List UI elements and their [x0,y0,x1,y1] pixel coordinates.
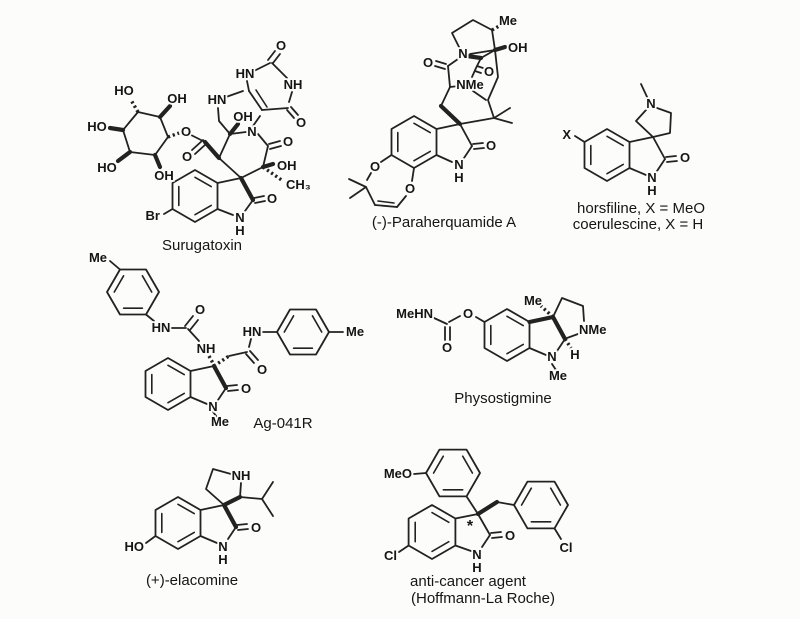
atom-label-n-oxindole: N [218,539,227,554]
atom-label-ch3: CH₃ [286,177,311,192]
atom-label-n-oxindole: N [454,157,463,172]
atom-label-me-right: Me [346,324,364,339]
atom-label-o-oxindole: O [267,191,277,206]
atom-label-o-oxindole: O [486,138,496,153]
atom-label-ho-left: HO [87,119,107,134]
caption-surugatoxin: Surugatoxin [162,237,242,254]
bond-skeleton [348,19,513,208]
caption-coerulescine: coerulescine, X = H [573,216,703,233]
atom-label-stereocenter-star: * [467,518,474,535]
atom-label-mehn: MeHN [396,306,433,321]
atom-label-nh-pyrimidine: NH [284,77,303,92]
atom-label-nh: NH [232,468,251,483]
atom-label-n8-me: Me [549,368,567,383]
caption-physostigmine: Physostigmine [454,390,552,407]
atom-label-x: X [562,127,571,142]
atom-label-o-oxindole: O [505,528,515,543]
atom-label-o-ester: O [463,306,473,321]
atom-label-n-oxindole: N [472,547,481,562]
atom-label-o-ester: O [181,124,191,139]
atom-label-o-oxindole: O [251,520,261,535]
atom-label-h-oxindole: H [472,560,481,575]
atom-label-nme: NMe [579,322,606,337]
atom-label-o-dioxepine-upper: O [370,159,380,174]
atom-label-o-amide: O [283,134,293,149]
atom-label-me-top: Me [499,13,517,28]
atom-label-n8: N [547,349,556,364]
structure-elacomine: NH HO O N H (+)-elacomine [123,466,274,589]
bond-skeleton [574,83,678,182]
atom-label-o-dioxepine-lower: O [405,181,415,196]
caption-anticancer-line2: (Hoffmann-La Roche) [411,590,555,607]
structure-horsfiline: X N O N H horsfiline, X = MeO coerulesci… [561,83,705,233]
atom-label-hn-amide: HN [243,324,262,339]
atom-label-hn-pyrimidine-top: HN [236,66,255,81]
atom-label-o-pyrimidine-right: O [296,115,306,130]
atom-label-n-oxindole: N [208,399,217,414]
atom-label-o-urea: O [195,302,205,317]
atom-label-oh-right: OH [277,158,297,173]
atom-label-ho-top: HO [114,83,134,98]
caption-elacomine: (+)-elacomine [146,572,238,589]
structure-physostigmine: MeHN O O Me NMe H N Me Physostigmine [394,291,608,407]
atom-label-me-left: Me [89,250,107,265]
atom-label-o-left: O [423,55,433,70]
atom-label-h-oxindole: H [454,170,463,185]
atom-label-oh-center: OH [233,109,253,124]
atom-label-hn-amine: HN [208,92,227,107]
bond-skeleton [433,297,585,371]
bond-skeleton [107,50,299,223]
atom-label-ho-bottomleft: HO [97,160,117,175]
atom-label-me-c3a: Me [524,293,542,308]
structure-anticancer: MeO Cl Cl * O N H anti-cancer agent (Hof… [382,448,574,607]
atom-label-nh: NH [197,341,216,356]
atom-label-o-amide: O [257,362,267,377]
atom-label-cl-right: Cl [560,540,573,555]
caption-ag041r: Ag-041R [253,415,312,432]
bond-skeleton [145,468,274,550]
caption-horsfiline: horsfiline, X = MeO [577,200,705,217]
caption-paraherquamide: (-)-Paraherquamide A [372,214,516,231]
atom-label-n-me: Me [211,414,229,429]
atom-label-o-pyrimidine-top: O [276,38,286,53]
caption-anticancer-line1: anti-cancer agent [410,573,527,590]
atom-label-o-oxindole: O [241,381,251,396]
atom-label-o-ester-carbonyl: O [182,149,192,164]
atom-label-oh: OH [508,40,528,55]
atom-label-oh-bottom: OH [154,168,174,183]
atom-label-n-oxindole: N [235,210,244,225]
atom-label-n-top: N [458,46,467,61]
atom-label-n-oxindole: N [647,170,656,185]
atom-label-h-oxindole: H [235,223,244,238]
atom-label-meo: MeO [384,466,412,481]
atom-label-br: Br [146,208,160,223]
bond-skeleton [106,260,344,418]
structure-paraherquamide: Me OH N O O NMe O N H O O (-)-Paraherqua… [348,11,529,231]
atom-label-o-inner: O [484,64,494,79]
structure-ag041r: Me HN O NH O HN Me O N Me Ag-041R [87,248,366,432]
atom-label-oh-topright: OH [167,91,187,106]
atom-label-n-ring: N [247,124,256,139]
atom-label-cl-left: Cl [384,548,397,563]
atom-label-nme: NMe [456,77,483,92]
atom-label-o-oxindole: O [680,150,690,165]
atom-label-ho: HO [125,539,145,554]
atom-label-h-c8a: H [570,347,579,362]
atom-label-n-pyrrolidine: N [646,96,655,111]
bond-skeleton [398,448,569,560]
structure-surugatoxin: HO OH HO HO OH O O HN O NH O HN OH N O O… [86,36,313,254]
atom-label-h-oxindole: H [647,183,656,198]
atom-label-h-oxindole: H [218,552,227,567]
atom-label-o-carbonyl: O [442,340,452,355]
atom-label-hn-urea: HN [152,320,171,335]
